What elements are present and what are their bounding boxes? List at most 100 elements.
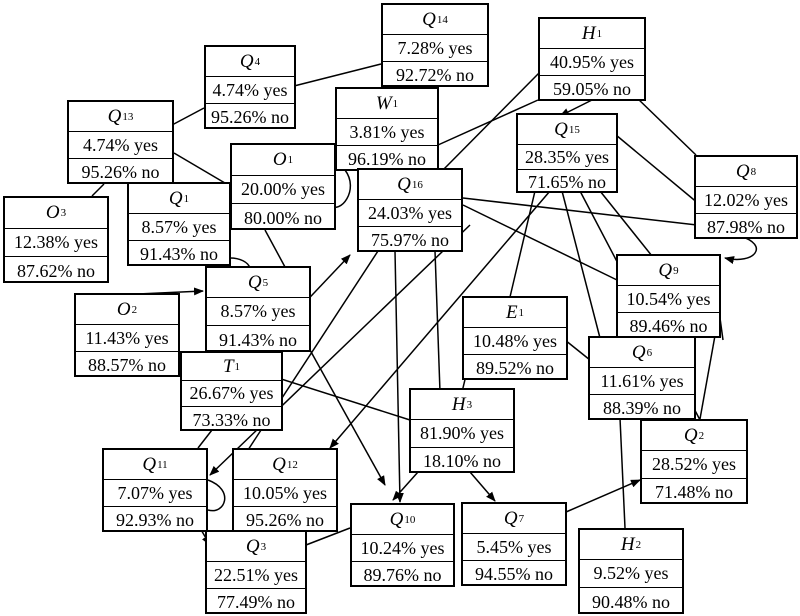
node-q1-yes: 8.57% yes — [129, 214, 229, 241]
node-q3-no: 77.49% no — [217, 592, 295, 612]
node-w1-no: 96.19% no — [348, 149, 426, 169]
edge-q5-q10 — [309, 349, 386, 486]
node-q5-no: 91.43% no — [219, 329, 297, 350]
node-q4-yes: 4.74% yes — [206, 77, 294, 104]
node-h3-no: 18.10% no — [423, 451, 501, 471]
node-q14-no: 92.72% no — [396, 65, 474, 85]
node-q13-no: 95.26% no — [81, 162, 160, 182]
node-o1-no: 80.00% no — [244, 207, 322, 228]
node-t1-yes: 26.67% yes — [182, 381, 281, 407]
edge-q6-h2 — [619, 417, 626, 529]
node-q6-no: 88.39% no — [603, 398, 681, 418]
edge-h3-q10 — [392, 471, 419, 501]
node-h2-no: 90.48% no — [592, 591, 670, 612]
node-q14-yes: 7.28% yes — [383, 35, 487, 62]
node-q12-no: 95.26% no — [246, 510, 324, 530]
edge-q4-q14 — [293, 63, 382, 87]
node-q1-no: 91.43% no — [140, 244, 218, 264]
node-q7-no: 94.55% no — [475, 564, 553, 584]
node-q16-yes: 24.03% yes — [359, 200, 461, 227]
edge-q16-q8 — [462, 197, 724, 229]
edge-q13-q1 — [173, 152, 231, 187]
node-q15-yes: 28.35% yes — [518, 145, 616, 170]
node-o2-no: 88.57% no — [88, 355, 166, 375]
edge-h1-q8 — [635, 96, 697, 156]
edge-q16-q10 — [394, 250, 404, 503]
edge-q13-q4 — [171, 107, 205, 126]
node-o1-yes: 20.00% yes — [232, 176, 334, 204]
edge-q13-o3 — [91, 183, 105, 197]
edge-h3-q7 — [469, 471, 496, 502]
node-q13-yes: 4.74% yes — [69, 132, 172, 159]
node-e1-yes: 10.48% yes — [464, 328, 566, 355]
edge-q15-e1 — [509, 190, 536, 298]
edge-h1-w1 — [437, 99, 539, 146]
edge-q16-q9 — [462, 204, 618, 281]
node-q7-yes: 5.45% yes — [463, 534, 565, 561]
node-q6-yes: 11.61% yes — [590, 368, 694, 395]
node-q3-yes: 22.51% yes — [207, 562, 305, 589]
edge-t1-h3 — [277, 377, 411, 421]
node-q4-no: 95.26% no — [211, 107, 289, 127]
edge-t1-q11 — [197, 429, 213, 449]
edge-q9-q2 — [699, 329, 717, 420]
node-o3-yes: 12.38% yes — [5, 229, 107, 257]
node-q5-yes: 8.57% yes — [207, 298, 309, 326]
node-q9-yes: 10.54% yes — [618, 286, 719, 313]
node-q15-no: 71.65% no — [528, 172, 606, 192]
node-q8-no: 87.98% no — [707, 217, 785, 237]
node-w1-yes: 3.81% yes — [337, 119, 437, 146]
node-t1-no: 73.33% no — [192, 409, 271, 430]
edge-q15-q9 — [599, 190, 653, 257]
node-h2-yes: 9.52% yes — [580, 560, 682, 588]
node-e1-no: 89.52% no — [476, 358, 554, 378]
edge-e1-q6 — [564, 339, 591, 361]
node-q10-yes: 10.24% yes — [352, 535, 453, 562]
node-h1-no: 59.05% no — [553, 79, 631, 99]
node-q11-no: 92.93% no — [116, 510, 194, 530]
node-q8-yes: 12.02% yes — [696, 187, 796, 214]
node-h1-yes: 40.95% yes — [540, 49, 644, 76]
node-q2-yes: 28.52% yes — [642, 451, 746, 479]
node-q9-no: 89.46% no — [629, 316, 708, 336]
